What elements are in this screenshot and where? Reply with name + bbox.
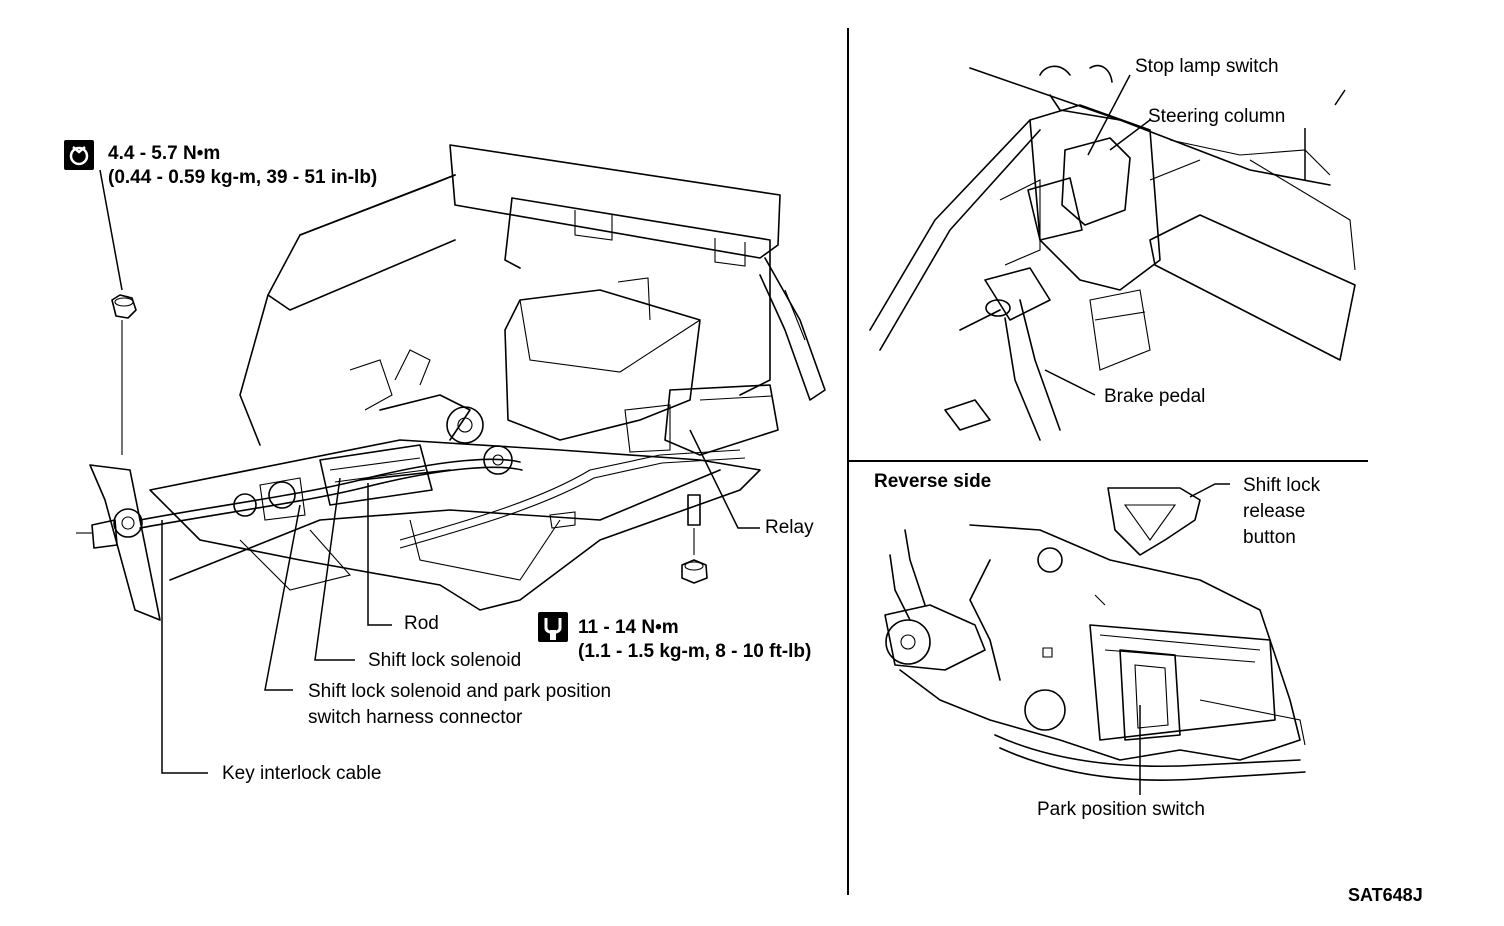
label-harness-connector-line2: switch harness connector [308, 707, 523, 728]
label-steering-column: Steering column [1148, 106, 1286, 127]
torque-lower-line1: 11 - 14 N•m [578, 617, 679, 638]
label-harness-connector-line1: Shift lock solenoid and park position [308, 681, 612, 702]
reverse-side-drawing [884, 483, 1306, 795]
label-release-button-line1: Shift lock [1243, 475, 1321, 496]
figure-code: SAT648J [1348, 885, 1423, 905]
torque-upper-line2: (0.44 - 0.59 kg-m, 39 - 51 in-lb) [108, 167, 378, 188]
torque-wrench-icon-upper [64, 140, 94, 170]
label-release-button-line2: release [1243, 501, 1306, 522]
label-rod: Rod [404, 613, 439, 634]
label-shift-lock-solenoid: Shift lock solenoid [368, 650, 522, 671]
stop-lamp-switch-drawing [869, 64, 1356, 441]
torque-upper-line1: 4.4 - 5.7 N•m [108, 143, 221, 164]
label-relay: Relay [765, 517, 814, 538]
label-release-button-line3: button [1243, 527, 1296, 548]
panel-dividers [847, 28, 1368, 895]
label-key-interlock-cable: Key interlock cable [222, 763, 382, 784]
label-brake-pedal: Brake pedal [1104, 386, 1206, 407]
torque-lower-line2: (1.1 - 1.5 kg-m, 8 - 10 ft-lb) [578, 641, 812, 662]
label-stop-lamp-switch: Stop lamp switch [1135, 56, 1279, 77]
shifter-assembly-drawing [76, 144, 826, 774]
label-park-position-switch: Park position switch [1037, 799, 1205, 820]
label-reverse-side: Reverse side [874, 471, 992, 492]
torque-wrench-icon-lower [538, 612, 568, 642]
